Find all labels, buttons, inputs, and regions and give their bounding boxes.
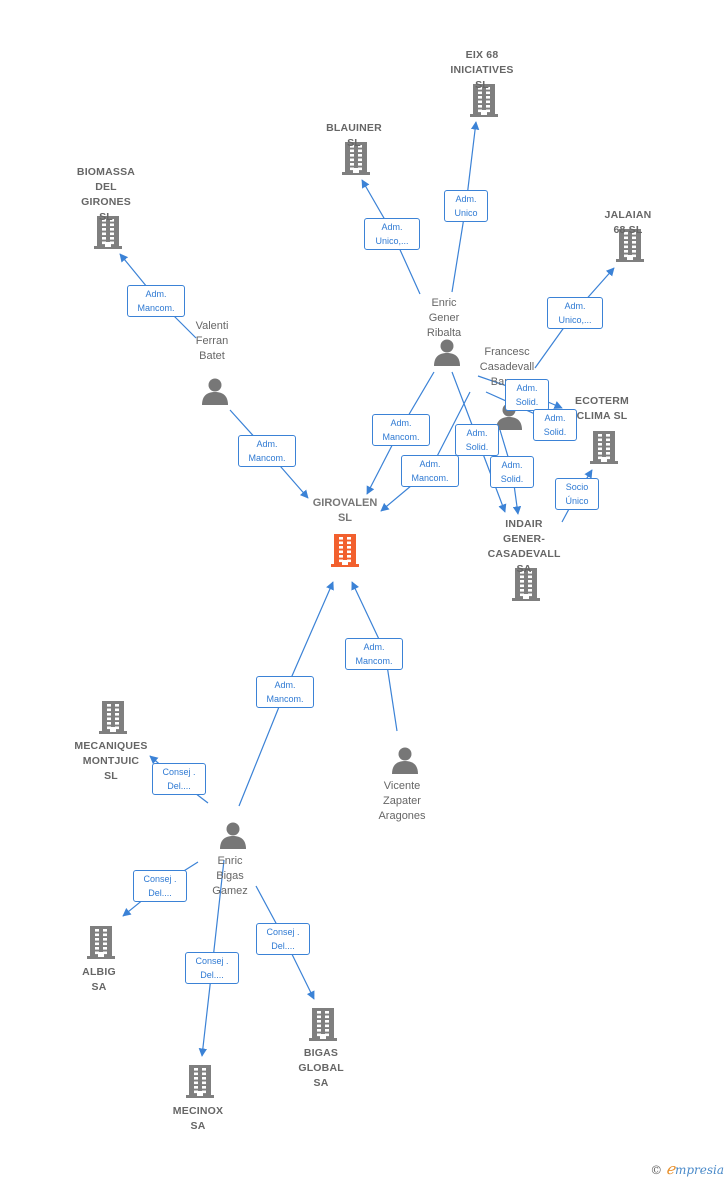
building-icon (309, 1008, 337, 1041)
node-label[interactable]: ALBIG SA (82, 966, 116, 993)
building-icon (87, 926, 115, 959)
relation-box[interactable]: Adm. Solid. (505, 379, 549, 411)
node-icon-girovalen[interactable] (330, 532, 360, 573)
relation-box[interactable]: Consej . Del.... (256, 923, 310, 955)
node-icon-bigas[interactable] (308, 1006, 338, 1047)
node-label[interactable]: Enric Bigas Gamez (212, 855, 248, 897)
person-icon (434, 339, 460, 366)
relation-box[interactable]: Adm. Mancom. (345, 638, 403, 670)
relation-box[interactable]: Adm. Unico,... (364, 218, 420, 250)
building-icon (342, 142, 370, 175)
relation-box[interactable]: Adm. Solid. (490, 456, 534, 488)
node-label[interactable]: BIOMASSA DEL GIRONES SL (76, 166, 136, 223)
node-icon-blauiner[interactable] (341, 140, 371, 181)
brand-rest: mpresia (674, 1163, 724, 1177)
node-icon-vicente[interactable] (390, 746, 420, 779)
building-icon (99, 701, 127, 734)
relation-box[interactable]: Adm. Solid. (533, 409, 577, 441)
relation-box[interactable]: Consej . Del.... (133, 870, 187, 902)
building-icon (590, 431, 618, 464)
person-icon (220, 822, 246, 849)
node-label[interactable]: MECANIQUES MONTJUIC SL (74, 740, 148, 782)
node-icon-enric_bigas[interactable] (218, 821, 248, 854)
node-label[interactable]: ECOTERM CLIMA SL (575, 395, 629, 422)
relation-box[interactable]: Socio Único (555, 478, 599, 510)
relation-box[interactable]: Adm. Mancom. (238, 435, 296, 467)
node-icon-jalaian[interactable] (615, 227, 645, 268)
person-icon (202, 378, 228, 405)
relation-box[interactable]: Adm. Solid. (455, 424, 499, 456)
node-icon-biomassa[interactable] (93, 214, 123, 255)
node-label[interactable]: BIGAS GLOBAL SA (298, 1047, 344, 1089)
node-icon-albig[interactable] (86, 924, 116, 965)
node-icon-mecaniques[interactable] (98, 699, 128, 740)
brand-initial: ℯ (666, 1160, 675, 1178)
copyright-symbol: © (650, 1163, 663, 1177)
node-icon-ecoterm[interactable] (589, 429, 619, 470)
relation-box[interactable]: Adm. Mancom. (401, 455, 459, 487)
building-icon (470, 84, 498, 117)
relation-box[interactable]: Consej . Del.... (152, 763, 206, 795)
relation-box[interactable]: Adm. Unico,... (547, 297, 603, 329)
relation-box[interactable]: Adm. Mancom. (256, 676, 314, 708)
node-label[interactable]: MECINOX SA (172, 1105, 224, 1132)
node-label[interactable]: Valenti Ferran Batet (195, 320, 229, 362)
main-company-building-icon (331, 534, 359, 567)
building-icon (512, 568, 540, 601)
node-icon-indair[interactable] (511, 566, 541, 607)
relation-box[interactable]: Adm. Mancom. (372, 414, 430, 446)
node-icon-eix68[interactable] (469, 82, 499, 123)
node-icon-enric_gener[interactable] (432, 338, 462, 371)
building-icon (186, 1065, 214, 1098)
building-icon (616, 229, 644, 262)
node-label[interactable]: Vicente Zapater Aragones (378, 780, 426, 822)
person-icon (392, 747, 418, 774)
node-label[interactable]: INDAIR GENER- CASADEVALL SA (487, 518, 561, 575)
node-label[interactable]: JALAIAN 68 SL (604, 209, 652, 236)
node-icon-valenti[interactable] (200, 377, 230, 410)
node-icon-mecinox[interactable] (185, 1063, 215, 1104)
building-icon (94, 216, 122, 249)
relation-box[interactable]: Adm. Unico (444, 190, 488, 222)
node-label[interactable]: BLAUINER SL (326, 122, 382, 149)
node-label[interactable]: Enric Gener Ribalta (426, 297, 462, 339)
copyright-notice: © ℯmpresia (650, 1160, 724, 1178)
relation-box[interactable]: Consej . Del.... (185, 952, 239, 984)
node-label[interactable]: GIROVALEN SL (312, 497, 378, 524)
node-label[interactable]: EIX 68 INICIATIVES SL (450, 49, 514, 91)
relation-box[interactable]: Adm. Mancom. (127, 285, 185, 317)
